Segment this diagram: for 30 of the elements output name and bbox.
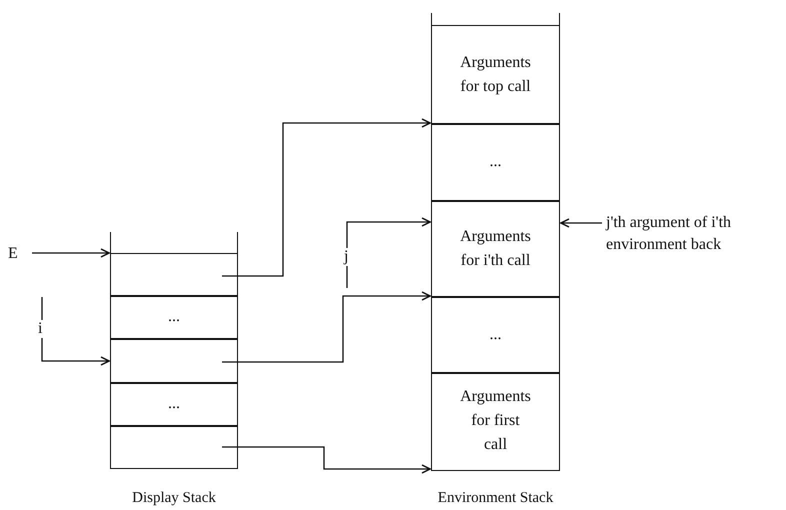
slot-text: ... [167,307,181,328]
stack-slot [431,296,560,374]
slot-text: ... [167,394,181,414]
edge-label: i [37,320,44,338]
stack-slot [110,338,238,384]
arrow [32,248,110,258]
stack-caption: Display Stack [131,489,217,507]
edge-label: j [343,248,350,266]
annotation-text: E [8,243,30,265]
annotation-text: j'th argument of i'th environment back [606,212,766,284]
arrow [560,218,602,228]
arrow [222,118,431,277]
stack-slot [110,382,238,426]
stack-caption: Environment Stack [436,489,554,507]
arrow [41,297,110,366]
stack-slot [431,123,560,202]
slot-text: ... [488,152,502,172]
arrow [222,446,431,474]
stack-slot [431,200,560,298]
slot-text: ... [488,324,502,345]
stack-slot [110,295,238,340]
arrow [346,217,431,288]
slot-text: Arguments for top call [459,52,532,97]
stack-slot [110,425,238,468]
stack-slot [431,25,560,124]
slot-text: Arguments for i'th call [459,226,532,271]
stack-slot [431,372,560,470]
stack-slot [110,253,238,296]
slot-text: Arguments for first call [459,387,532,456]
arrow [222,291,431,363]
